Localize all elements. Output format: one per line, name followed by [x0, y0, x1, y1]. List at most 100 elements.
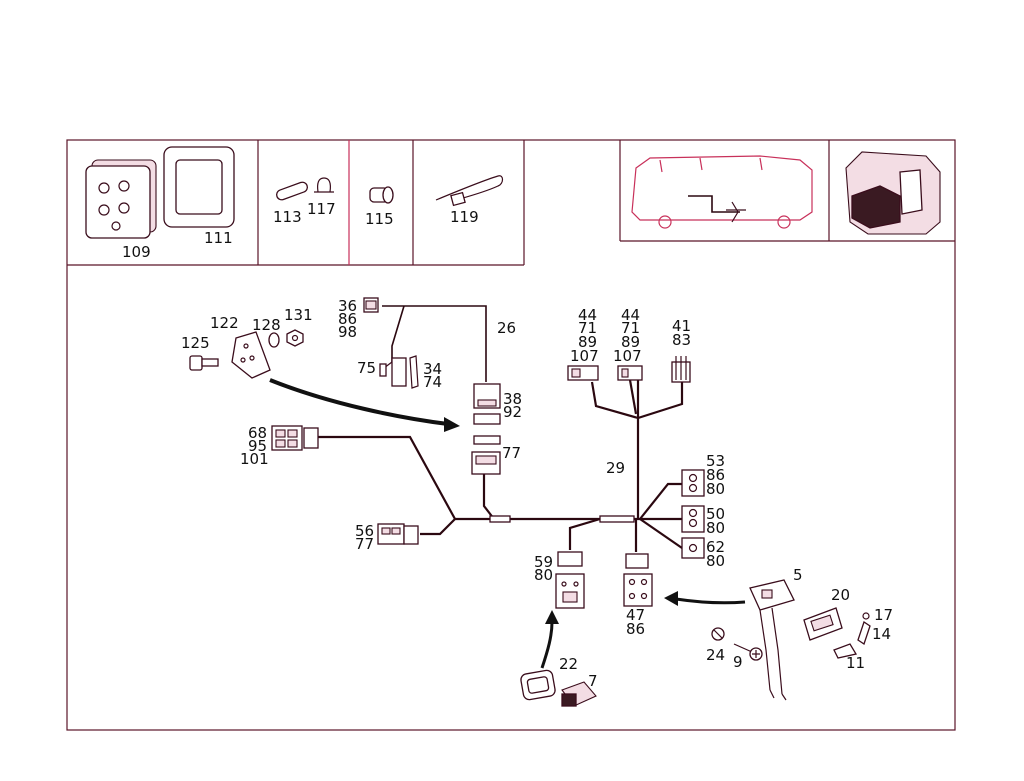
connector-107-left-drawing [567, 365, 599, 381]
frame-111-drawing [163, 146, 235, 228]
knob-11-drawing [833, 643, 858, 659]
callout-77-lower: 77 [355, 535, 374, 553]
arrow-bracket-to-connector [269, 378, 460, 432]
callout-86-53: 86 [706, 466, 725, 484]
callout-34: 34 [423, 360, 442, 378]
callout-86-47: 86 [626, 620, 645, 638]
bolt-125-drawing [189, 355, 219, 371]
connector-56-drawing [377, 523, 419, 545]
nut-131-drawing [286, 329, 304, 347]
connector-50-drawing [681, 505, 705, 533]
connector-36-drawing [363, 297, 379, 313]
callout-111: 111 [204, 229, 233, 247]
screw-9-drawing [733, 643, 763, 661]
callout-83: 83 [672, 331, 691, 349]
connector-68-drawing [271, 425, 319, 451]
callout-101: 101 [240, 450, 269, 468]
callout-80-50: 80 [706, 519, 725, 537]
connector-41-drawing [671, 356, 691, 383]
callout-labels: 109 111 113 117 115 119 122 128 131 125 … [122, 200, 893, 690]
callout-107-right: 107 [613, 347, 642, 365]
bracket-122-drawing [231, 331, 271, 379]
plug-115-drawing [369, 186, 394, 204]
callout-24: 24 [706, 646, 725, 664]
callout-92: 92 [503, 403, 522, 421]
callout-128: 128 [252, 316, 281, 334]
connector-59-drawing [555, 551, 585, 609]
callout-98: 98 [338, 323, 357, 341]
callout-75: 75 [357, 359, 376, 377]
callout-77-upper: 77 [502, 444, 521, 462]
callout-71-left: 71 [578, 319, 597, 337]
callout-89-right: 89 [621, 333, 640, 351]
callout-109: 109 [122, 243, 151, 261]
callout-119: 119 [450, 208, 479, 226]
sleeve-113-drawing [276, 181, 308, 201]
switch-7-drawing [561, 681, 597, 707]
callout-38: 38 [503, 390, 522, 408]
connector-62-drawing [681, 537, 705, 559]
connector-107-right-drawing [617, 365, 643, 381]
callout-36: 36 [338, 297, 357, 315]
connector-38-92-drawing [473, 383, 501, 425]
callout-53: 53 [706, 452, 725, 470]
callout-22: 22 [559, 655, 578, 673]
callout-68: 68 [248, 424, 267, 442]
callout-80-59: 80 [534, 566, 553, 584]
main-frame [66, 139, 956, 731]
callout-14: 14 [872, 625, 891, 643]
callout-41: 41 [672, 317, 691, 335]
arrow-switch-to-connector [664, 591, 746, 606]
callout-7: 7 [588, 672, 598, 690]
callout-29: 29 [606, 459, 625, 477]
callout-125: 125 [181, 334, 210, 352]
top-right-strip [619, 140, 955, 242]
ring-22-drawing [520, 669, 556, 701]
grommet-109-drawing [85, 159, 157, 239]
callout-74: 74 [423, 373, 442, 391]
callout-80-53: 80 [706, 480, 725, 498]
terminal-75-drawing [379, 363, 387, 377]
callout-26: 26 [497, 319, 516, 337]
callout-56: 56 [355, 522, 374, 540]
connector-77-drawing [471, 435, 501, 475]
callout-86-harness: 86 [338, 310, 357, 328]
callout-9: 9 [733, 653, 743, 671]
cable-tie-119-drawing [435, 175, 504, 207]
callout-131: 131 [284, 306, 313, 324]
harness-wires [318, 374, 684, 552]
lever-14-drawing [857, 620, 871, 646]
arrow-trim-to-connector [540, 610, 559, 669]
callout-122: 122 [210, 314, 239, 332]
console-component-drawing [845, 151, 941, 235]
connector-53-drawing [681, 469, 705, 497]
clip-24-drawing [711, 627, 725, 641]
callout-62: 62 [706, 538, 725, 556]
callout-113: 113 [273, 208, 302, 226]
bezel-20-drawing [803, 607, 843, 641]
callout-17: 17 [874, 606, 893, 624]
switch-5-drawing [749, 579, 795, 701]
callout-115: 115 [365, 210, 394, 228]
callout-44-left: 44 [578, 306, 597, 324]
washer-128-drawing [268, 332, 280, 348]
callout-107-left: 107 [570, 347, 599, 365]
vehicle-outline-drawing [631, 155, 813, 229]
callout-71-right: 71 [621, 319, 640, 337]
callout-95: 95 [248, 437, 267, 455]
callout-117: 117 [307, 200, 336, 218]
clip-117-drawing [314, 177, 334, 193]
insulator-34-74-drawing [391, 355, 419, 389]
top-left-strip [67, 140, 525, 266]
callout-89-left: 89 [578, 333, 597, 351]
callout-59: 59 [534, 553, 553, 571]
callout-80-62: 80 [706, 552, 725, 570]
callout-47: 47 [626, 606, 645, 624]
callout-5: 5 [793, 566, 803, 584]
callout-50: 50 [706, 505, 725, 523]
callout-44-right: 44 [621, 306, 640, 324]
spring-17-drawing [862, 612, 870, 620]
callout-11: 11 [846, 654, 865, 672]
connector-47-drawing [623, 553, 653, 607]
